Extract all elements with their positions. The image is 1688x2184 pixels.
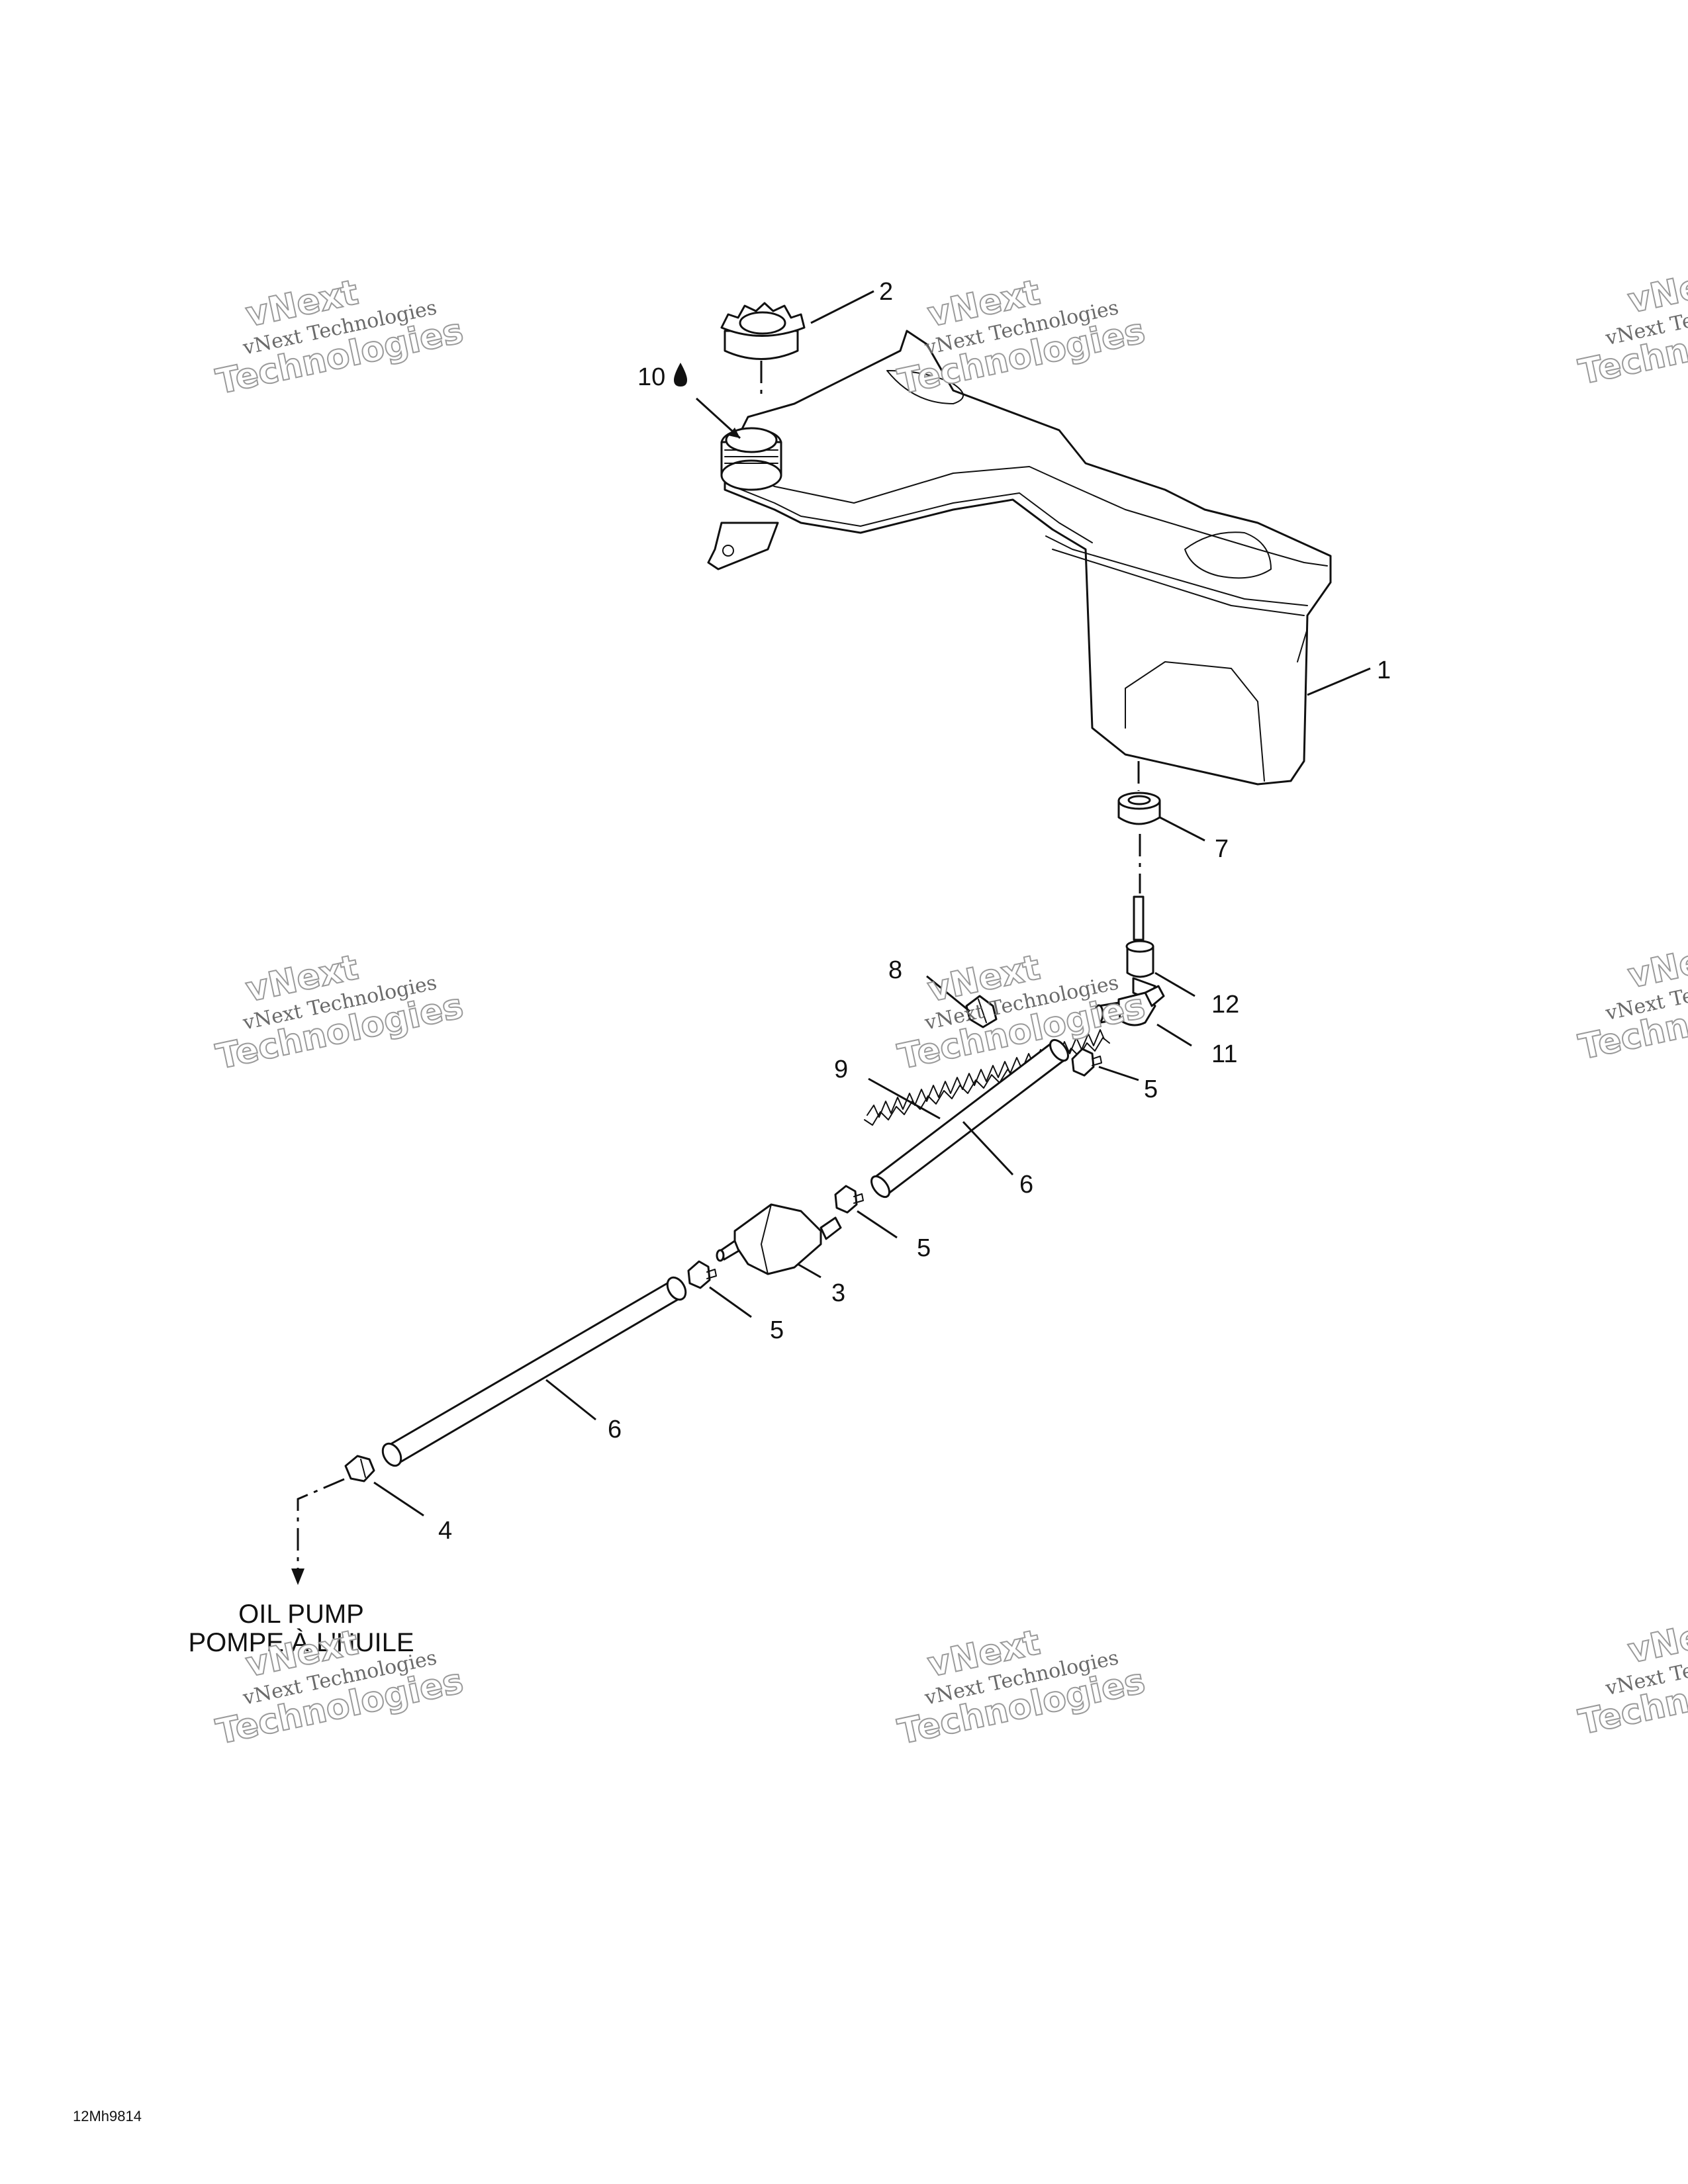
figure-id: 12Mh9814 — [73, 2108, 142, 2124]
filler-neck — [720, 427, 782, 491]
watermark-3: vNext vNext Technologies Technologies — [1575, 258, 1688, 393]
callout-5-lower: 5 — [770, 1316, 784, 1344]
destination-arrow — [291, 1478, 345, 1585]
oil-drop-icon — [674, 363, 687, 387]
oil-filter — [716, 1203, 842, 1275]
watermark-8: vNext vNext Technologies Technologies — [894, 1622, 1149, 1753]
callout-5-upper: 5 — [1144, 1075, 1158, 1103]
clamp-4 — [344, 1455, 375, 1482]
callout-6-lower: 6 — [608, 1416, 622, 1443]
watermark-6: vNext vNext Technologies Technologies — [1575, 933, 1688, 1068]
callout-9: 9 — [834, 1056, 848, 1083]
tank-grommet — [1117, 761, 1161, 893]
watermark-2: vNext vNext Technologies Technologies — [894, 272, 1149, 403]
hose-lower — [381, 1276, 687, 1467]
hose-upper — [870, 1038, 1069, 1199]
callout-1: 1 — [1377, 657, 1391, 684]
callouts: 2 10 1 7 8 12 11 9 5 6 5 3 5 6 4 — [438, 278, 1391, 1545]
clamp-5-upper — [1071, 1048, 1102, 1077]
callout-3: 3 — [831, 1279, 845, 1307]
clamp-5-lower — [687, 1260, 717, 1289]
oil-tank — [707, 330, 1332, 786]
watermark-5: vNext vNext Technologies Technologies — [894, 947, 1149, 1078]
callout-4: 4 — [438, 1517, 452, 1545]
callout-8: 8 — [888, 956, 902, 984]
clip-8 — [965, 995, 998, 1028]
destination-label-fr: POMPE À L'HUILE — [188, 1627, 414, 1657]
destination-label-en: OIL PUMP — [238, 1600, 364, 1629]
callout-11: 11 — [1211, 1040, 1237, 1068]
watermark-4: vNext vNext Technologies Technologies — [212, 947, 467, 1078]
spring — [864, 1029, 1110, 1126]
callout-6-upper: 6 — [1019, 1171, 1033, 1199]
destination-label: OIL PUMP POMPE À L'HUILE — [188, 1600, 414, 1657]
outlet-fitting — [1125, 895, 1156, 1001]
clamp-5-middle — [834, 1185, 864, 1214]
watermark-1: vNext vNext Technologies Technologies — [212, 272, 467, 403]
callout-12: 12 — [1211, 991, 1239, 1019]
callout-7: 7 — [1215, 835, 1229, 863]
watermark-9: vNext vNext Technologies Technologies — [1575, 1608, 1688, 1743]
leader-lines — [373, 290, 1371, 1517]
t-fitting — [1094, 985, 1165, 1026]
callout-2: 2 — [879, 278, 893, 306]
callout-10: 10 — [637, 363, 665, 391]
callout-5-middle: 5 — [917, 1234, 931, 1262]
tank-cap — [720, 302, 806, 397]
